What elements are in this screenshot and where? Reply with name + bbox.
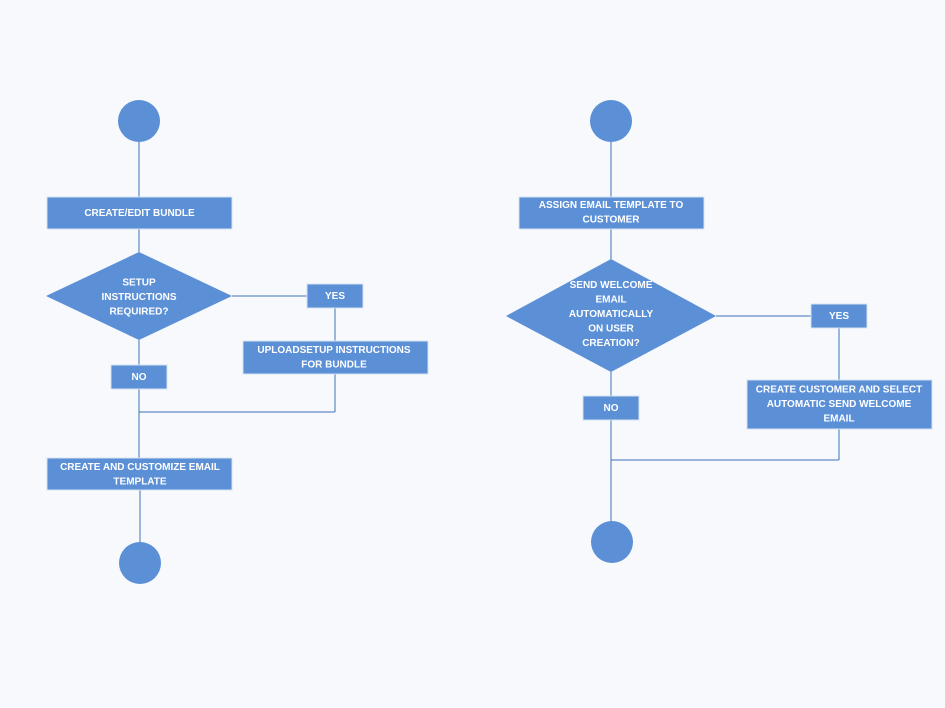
right-start-node bbox=[590, 100, 632, 142]
right-welcome-decision-label: SEND WELCOME EMAIL AUTOMATICALLY ON USER CRE… bbox=[569, 280, 654, 349]
left-start-circle bbox=[118, 100, 160, 142]
left-no-rect bbox=[110, 364, 168, 390]
left-upload-setup-rect bbox=[242, 340, 429, 375]
left-start-node bbox=[118, 100, 160, 142]
label-line: ON USER bbox=[588, 323, 634, 334]
label-line: YES bbox=[325, 291, 345, 302]
label-line: FOR BUNDLE bbox=[301, 359, 367, 370]
left-no-label: NO bbox=[132, 372, 147, 383]
right-create-customer-rect bbox=[746, 379, 933, 430]
label-line: ASSIGN EMAIL TEMPLATE TO bbox=[539, 199, 684, 210]
right-create-customer-box: CREATE CUSTOMER AND SELECT AUTOMATIC SEND… bbox=[746, 379, 933, 430]
label-line: YES bbox=[829, 311, 849, 322]
right-yes-rect bbox=[810, 303, 868, 329]
left-connectors bbox=[138, 142, 336, 543]
right-no-label: NO bbox=[604, 403, 619, 414]
right-create-customer-label: CREATE CUSTOMER AND SELECT AUTOMATIC SEND… bbox=[756, 384, 923, 424]
right-no-rect bbox=[582, 395, 640, 421]
left-no-box: NO bbox=[110, 364, 168, 390]
label-line: UPLOADSETUP INSTRUCTIONS bbox=[257, 344, 410, 355]
left-setup-decision-diamond bbox=[46, 252, 232, 340]
left-setup-decision: SETUP INSTRUCTIONS REQUIRED? bbox=[46, 252, 232, 340]
right-assign-template-box: ASSIGN EMAIL TEMPLATE TO CUSTOMER bbox=[518, 196, 705, 230]
label-line: CREATE AND CUSTOMIZE EMAIL bbox=[60, 461, 220, 472]
left-create-edit-bundle-label: CREATE/EDIT BUNDLE bbox=[84, 208, 195, 219]
left-create-edit-bundle-box: CREATE/EDIT BUNDLE bbox=[46, 196, 233, 230]
label-line: AUTOMATIC SEND WELCOME bbox=[767, 399, 912, 410]
label-line: REQUIRED? bbox=[110, 306, 169, 317]
label-line: NO bbox=[132, 372, 147, 383]
label-line: AUTOMATICALLY bbox=[569, 309, 654, 320]
label-line: CREATE/EDIT BUNDLE bbox=[84, 208, 195, 219]
label-line: CREATION? bbox=[582, 338, 640, 349]
left-end-node bbox=[119, 542, 161, 584]
left-yes-rect bbox=[306, 283, 364, 309]
label-line: SEND WELCOME bbox=[570, 280, 653, 291]
right-end-node bbox=[591, 521, 633, 563]
left-create-template-rect bbox=[46, 457, 233, 491]
left-upload-setup-box: UPLOADSETUP INSTRUCTIONS FOR BUNDLE bbox=[242, 340, 429, 375]
label-line: NO bbox=[604, 403, 619, 414]
left-upload-setup-label: UPLOADSETUP INSTRUCTIONS FOR BUNDLE bbox=[257, 344, 410, 370]
left-end-circle bbox=[119, 542, 161, 584]
label-line: TEMPLATE bbox=[113, 476, 166, 487]
label-line: INSTRUCTIONS bbox=[102, 292, 177, 303]
right-assign-template-rect bbox=[518, 196, 705, 230]
right-no-box: NO bbox=[582, 395, 640, 421]
right-welcome-decision-diamond bbox=[506, 259, 716, 372]
left-yes-label: YES bbox=[325, 291, 345, 302]
left-yes-box: YES bbox=[306, 283, 364, 309]
left-create-template-box: CREATE AND CUSTOMIZE EMAIL TEMPLATE bbox=[46, 457, 233, 491]
label-line: EMAIL bbox=[823, 413, 854, 424]
label-line: EMAIL bbox=[595, 294, 626, 305]
right-connectors bbox=[610, 142, 840, 522]
right-assign-template-label: ASSIGN EMAIL TEMPLATE TO CUSTOMER bbox=[539, 199, 684, 225]
right-yes-label: YES bbox=[829, 311, 849, 322]
right-yes-box: YES bbox=[810, 303, 868, 329]
label-line: CUSTOMER bbox=[582, 214, 640, 225]
right-welcome-decision: SEND WELCOME EMAIL AUTOMATICALLY ON USER CRE… bbox=[506, 259, 716, 372]
left-create-edit-bundle-rect bbox=[46, 196, 233, 230]
right-start-circle bbox=[590, 100, 632, 142]
left-create-template-label: CREATE AND CUSTOMIZE EMAIL TEMPLATE bbox=[60, 461, 220, 487]
label-line: CREATE CUSTOMER AND SELECT bbox=[756, 384, 923, 395]
label-line: SETUP bbox=[122, 277, 156, 288]
left-setup-decision-label: SETUP INSTRUCTIONS REQUIRED? bbox=[102, 277, 177, 317]
right-end-circle bbox=[591, 521, 633, 563]
